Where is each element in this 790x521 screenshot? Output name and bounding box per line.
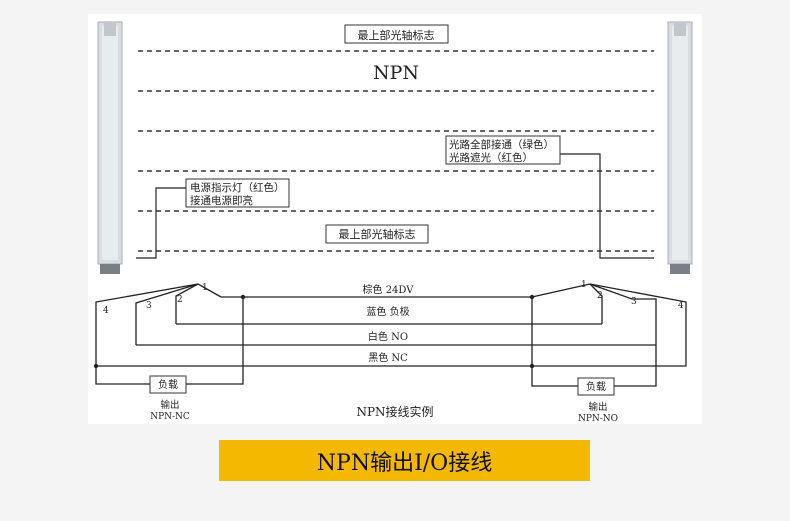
right-load-wire-a: [531, 297, 578, 387]
wiring-diagram: 最上部光轴标志 NPN 最上部光轴标志 电源指示灯（红色） 接通电源即亮 光路全…: [93, 21, 693, 424]
top-axis-label-box: [344, 24, 449, 44]
example-caption: NPN接线实例: [356, 404, 433, 419]
right-fan-3: [589, 283, 657, 345]
left-load-wire-b: [186, 297, 244, 385]
junction-dot: [529, 294, 535, 300]
top-axis-label: 最上部光轴标志: [358, 28, 435, 42]
light-path-line2: 光路遮光（红色）: [449, 151, 533, 164]
left-load-label: 负载: [158, 378, 178, 391]
mode-title-bg: [366, 60, 426, 84]
wire-label-brown: 棕色 24DV: [363, 283, 415, 296]
left-load-box: [149, 375, 187, 394]
left-fan-2: [175, 283, 199, 324]
light-path-line1: 光路全部接通（绿色）: [449, 138, 554, 151]
left-terminal-4: 4: [103, 306, 109, 316]
bottom-axis-label: 最上部光轴标志: [339, 227, 416, 241]
power-indicator-line1: 电源指示灯（红色）: [190, 181, 285, 194]
light-beams: [138, 50, 654, 252]
right-fan-4: [532, 283, 687, 367]
left-output-type: NPN-NC: [150, 412, 190, 422]
right-terminal-1: 1: [581, 280, 587, 290]
junction-dot: [529, 363, 535, 369]
right-output-type: NPN-NO: [578, 414, 618, 424]
left-terminal-2: 2: [177, 295, 183, 305]
right-load-box: [577, 377, 615, 396]
caption-title: NPN输出I/O接线: [316, 450, 493, 476]
right-terminal-4: 4: [678, 301, 684, 311]
right-load-wire-b: [614, 345, 657, 387]
wire-label-white: 白色 NO: [368, 330, 408, 343]
wiring-lines: [95, 283, 687, 387]
left-load-wire-a: [95, 366, 150, 385]
left-fan-1: [197, 283, 222, 298]
left-terminal-1: 1: [202, 283, 208, 293]
mode-title: NPN: [373, 62, 419, 84]
power-indicator-leader: [136, 187, 186, 259]
caption-banner: NPN输出I/O接线: [219, 440, 590, 481]
right-terminal-2: 2: [597, 291, 603, 301]
right-output-label: 输出: [588, 401, 607, 413]
junction-dot: [93, 363, 99, 369]
left-fan-4: [95, 283, 199, 366]
wire-label-blue: 蓝色 负极: [366, 305, 409, 318]
light-path-box: [445, 135, 561, 165]
right-load-label: 负载: [586, 380, 606, 393]
left-light-curtain: [97, 21, 123, 274]
left-output-label: 输出: [160, 399, 179, 411]
right-terminal-3: 3: [631, 297, 637, 307]
bottom-axis-label-box: [325, 224, 429, 244]
light-path-leader: [560, 153, 654, 259]
right-fan-2: [589, 283, 603, 324]
left-terminal-3: 3: [146, 301, 152, 311]
power-indicator-line2: 接通电源即亮: [190, 194, 253, 207]
diagram-panel: 最上部光轴标志 NPN 最上部光轴标志 电源指示灯（红色） 接通电源即亮 光路全…: [88, 14, 702, 424]
right-light-curtain: [667, 21, 693, 274]
wire-label-black: 黑色 NC: [368, 351, 408, 364]
junction-dot: [240, 294, 246, 300]
left-fan-3: [135, 283, 199, 345]
right-fan-1: [531, 283, 591, 298]
power-indicator-box: [185, 178, 290, 208]
